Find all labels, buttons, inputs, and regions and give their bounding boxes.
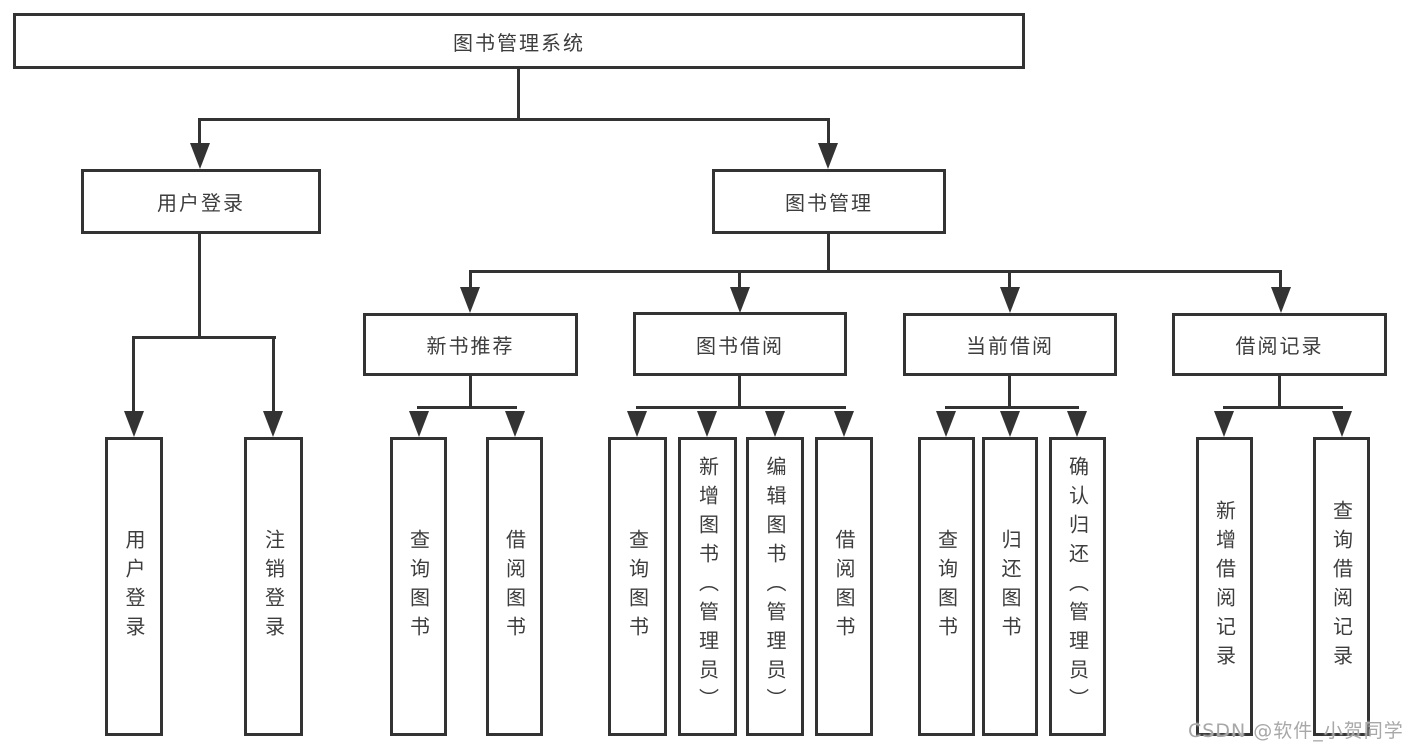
leaf-borrowing-borrow-books: 借阅图书 [815, 437, 873, 736]
arrowhead-down [1000, 287, 1020, 313]
node-current-borrowing: 当前借阅 [903, 313, 1117, 376]
leaf-add-books-admin-label: 新增图书（管理员） [695, 456, 720, 717]
leaf-recommend-query-books-label: 查询图书 [406, 528, 431, 645]
connector-line [636, 406, 846, 409]
connector-line [1278, 376, 1281, 407]
arrowhead-down [1332, 411, 1352, 437]
connector-line [469, 270, 1282, 273]
leaf-borrowing-borrow-books-label: 借阅图书 [832, 528, 856, 645]
watermark-text: CSDN @软件_小贺同学 [1188, 720, 1404, 742]
leaf-edit-books-admin-label: 编辑图书（管理员） [763, 456, 787, 717]
node-new-book-recommend-label: 新书推荐 [426, 334, 515, 358]
arrowhead-down [765, 411, 785, 437]
connector-line [1008, 273, 1011, 287]
connector-line [738, 273, 741, 287]
node-library-system: 图书管理系统 [13, 13, 1025, 69]
leaf-logout-login: 注销登录 [244, 437, 303, 736]
connector-line [738, 376, 741, 407]
leaf-recommend-query-books: 查询图书 [390, 437, 447, 736]
node-book-borrowing-label: 图书借阅 [696, 333, 784, 358]
leaf-user-login-label: 用户登录 [122, 528, 146, 645]
node-borrowing-records: 借阅记录 [1172, 313, 1387, 376]
connector-line [469, 376, 472, 407]
node-user-login: 用户登录 [81, 169, 321, 234]
leaf-add-books-admin: 新增图书（管理员） [678, 437, 737, 736]
leaf-add-borrow-record-label: 新增借阅记录 [1212, 499, 1237, 674]
connector-line [132, 336, 276, 339]
arrowhead-down [1000, 411, 1020, 437]
leaf-return-books-label: 归还图书 [998, 528, 1022, 645]
node-book-management: 图书管理 [712, 169, 946, 234]
leaf-current-query-books-label: 查询图书 [934, 528, 959, 645]
arrowhead-down [1271, 287, 1291, 313]
arrowhead-down [409, 411, 429, 437]
arrowhead-down [263, 411, 283, 437]
connector-line [517, 68, 520, 121]
arrowhead-down [124, 411, 144, 437]
leaf-borrowing-query-books: 查询图书 [608, 437, 667, 736]
connector-line [469, 273, 472, 287]
arrowhead-down [818, 143, 838, 169]
leaf-query-borrow-record: 查询借阅记录 [1313, 437, 1370, 736]
arrowhead-down [190, 143, 210, 169]
arrowhead-down [1214, 411, 1234, 437]
leaf-recommend-borrow-books: 借阅图书 [486, 437, 543, 736]
leaf-add-borrow-record: 新增借阅记录 [1196, 437, 1253, 736]
leaf-logout-login-label: 注销登录 [261, 528, 286, 645]
arrowhead-down [1067, 411, 1087, 437]
node-book-management-label: 图书管理 [785, 191, 873, 215]
connector-line [132, 339, 135, 411]
connector-line [198, 118, 830, 121]
arrowhead-down [627, 411, 647, 437]
arrowhead-down [936, 411, 956, 437]
node-borrowing-records-label: 借阅记录 [1235, 334, 1324, 358]
node-current-borrowing-label: 当前借阅 [966, 334, 1054, 358]
leaf-query-borrow-record-label: 查询借阅记录 [1329, 499, 1354, 674]
node-user-login-label: 用户登录 [157, 191, 245, 215]
arrowhead-down [834, 411, 854, 437]
arrowhead-down [460, 287, 480, 313]
arrowhead-down [505, 411, 525, 437]
leaf-user-login: 用户登录 [105, 437, 163, 736]
leaf-confirm-return-admin: 确认归还（管理员） [1049, 437, 1106, 736]
connector-line [198, 121, 201, 144]
node-new-book-recommend: 新书推荐 [363, 313, 578, 376]
leaf-return-books: 归还图书 [982, 437, 1038, 736]
leaf-current-query-books: 查询图书 [918, 437, 975, 736]
connector-line [827, 234, 830, 273]
connector-line [198, 234, 201, 339]
connector-line [1008, 376, 1011, 407]
leaf-confirm-return-admin-label: 确认归还（管理员） [1065, 456, 1090, 717]
arrowhead-down [697, 411, 717, 437]
connector-line [945, 406, 1079, 409]
leaf-borrowing-query-books-label: 查询图书 [625, 528, 650, 645]
connector-line [417, 406, 517, 409]
arrowhead-down [730, 287, 750, 313]
connector-line [1279, 273, 1282, 287]
connector-line [1223, 406, 1343, 409]
watermark: CSDN @软件_小贺同学 [1188, 716, 1404, 743]
connector-line [827, 121, 830, 144]
leaf-edit-books-admin: 编辑图书（管理员） [746, 437, 804, 736]
leaf-recommend-borrow-books-label: 借阅图书 [502, 528, 527, 645]
node-book-borrowing: 图书借阅 [633, 312, 847, 376]
node-library-system-label: 图书管理系统 [453, 30, 585, 55]
connector-line [272, 339, 275, 411]
